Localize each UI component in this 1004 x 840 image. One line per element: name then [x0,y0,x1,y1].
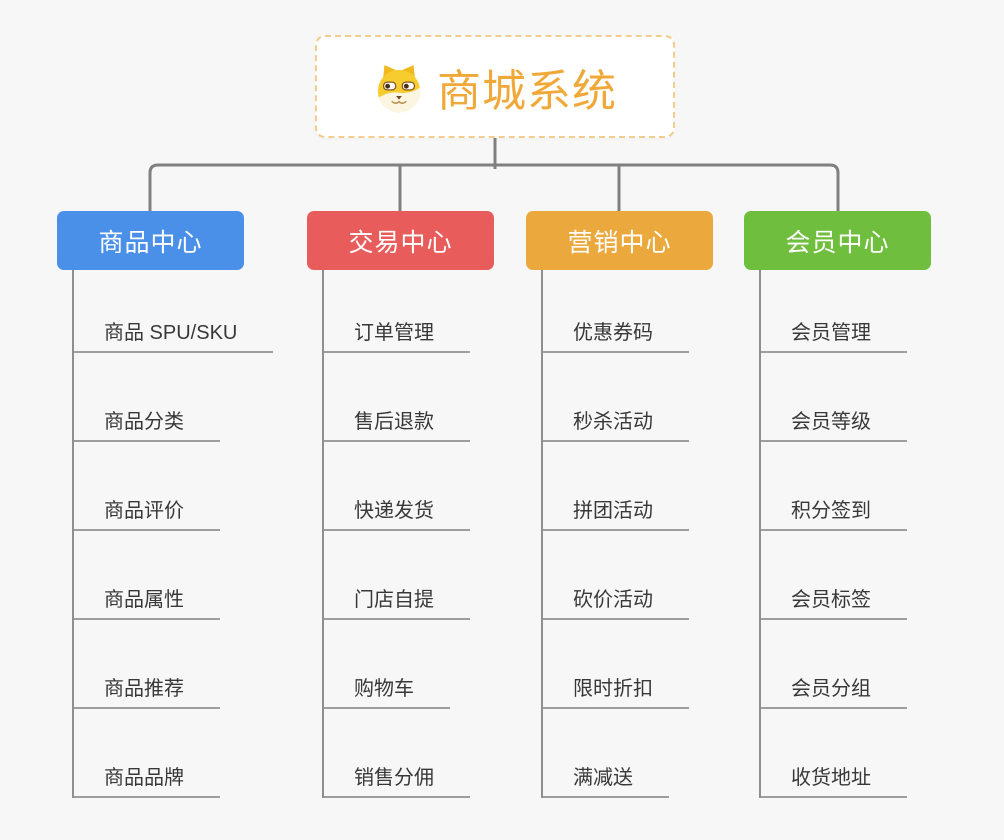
node-coupon-code[interactable]: 优惠券码 [543,270,689,353]
branch-rail-line [148,163,840,212]
branch-marketing-center[interactable]: 营销中心 [526,211,713,270]
tree-connector-lines [148,138,840,212]
node-product-spu-sku[interactable]: 商品 SPU/SKU [74,270,274,353]
branch-member-center[interactable]: 会员中心 [744,211,931,270]
root-title: 商城系统 [437,66,617,116]
branch-product-items: 商品 SPU/SKU 商品分类 商品评价 商品属性 商品推荐 商品品牌 [72,270,274,798]
node-product-attribute[interactable]: 商品属性 [74,531,220,620]
node-product-review[interactable]: 商品评价 [74,442,220,531]
node-member-management[interactable]: 会员管理 [761,270,907,353]
dog-face-icon [373,61,425,113]
node-store-pickup[interactable]: 门店自提 [324,531,470,620]
node-limited-time-discount[interactable]: 限时折扣 [543,620,689,709]
node-shipping-address[interactable]: 收货地址 [761,709,907,798]
node-order-management[interactable]: 订单管理 [324,270,470,353]
node-product-recommend[interactable]: 商品推荐 [74,620,220,709]
branch-marketing-items: 优惠券码 秒杀活动 拼团活动 砍价活动 限时折扣 满减送 [541,270,689,798]
node-sales-commission[interactable]: 销售分佣 [324,709,470,798]
node-spend-and-save[interactable]: 满减送 [543,709,669,798]
root-node[interactable]: 商城系统 [315,35,675,138]
node-member-group[interactable]: 会员分组 [761,620,907,709]
node-group-buy[interactable]: 拼团活动 [543,442,689,531]
branch-member-items: 会员管理 会员等级 积分签到 会员标签 会员分组 收货地址 [759,270,907,798]
node-product-brand[interactable]: 商品品牌 [74,709,220,798]
node-shopping-cart[interactable]: 购物车 [324,620,450,709]
branch-trade-items: 订单管理 售后退款 快递发货 门店自提 购物车 销售分佣 [322,270,470,798]
node-member-tag[interactable]: 会员标签 [761,531,907,620]
node-flash-sale[interactable]: 秒杀活动 [543,353,689,442]
node-points-checkin[interactable]: 积分签到 [761,442,907,531]
branch-product-center[interactable]: 商品中心 [57,211,244,270]
node-bargain-activity[interactable]: 砍价活动 [543,531,689,620]
branch-trade-center[interactable]: 交易中心 [307,211,494,270]
node-express-delivery[interactable]: 快递发货 [324,442,470,531]
node-member-level[interactable]: 会员等级 [761,353,907,442]
node-aftersale-refund[interactable]: 售后退款 [324,353,470,442]
node-product-category[interactable]: 商品分类 [74,353,220,442]
